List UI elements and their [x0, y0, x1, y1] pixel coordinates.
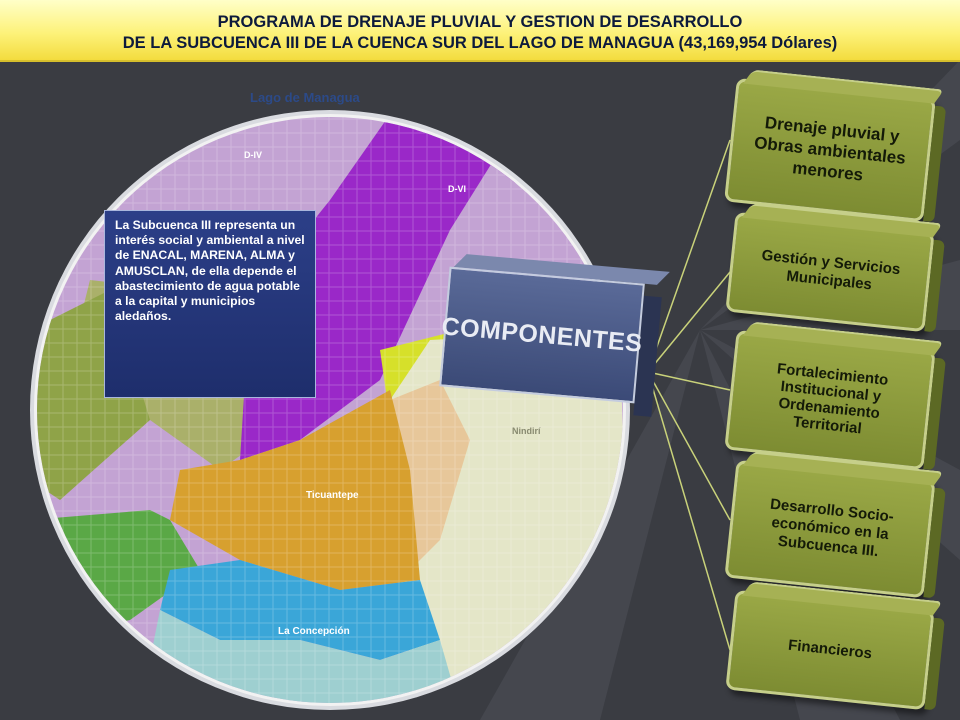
component-box-fortalecimiento: Fortalecimiento Institucional y Ordenami…	[724, 321, 946, 471]
component-box-drenaje: Drenaje pluvial y Obras ambientales meno…	[724, 69, 947, 223]
map-label-nindiri: Nindirí	[512, 426, 541, 436]
map-label-concepcion: La Concepción	[278, 626, 350, 637]
components-label: COMPONENTES	[440, 311, 644, 358]
component-5-line-1: Financieros	[787, 636, 873, 663]
component-box-financieros: Financieros	[725, 581, 945, 711]
subcuenca-info-box: La Subcuenca III representa un interés s…	[104, 210, 316, 398]
title-line-2: DE LA SUBCUENCA III DE LA CUENCA SUR DEL…	[122, 34, 838, 52]
map-label-dvi: D-VI	[448, 184, 466, 194]
title-banner: PROGRAMA DE DRENAJE PLUVIAL Y GESTION DE…	[0, 0, 960, 62]
map-label-ticuantepe: Ticuantepe	[306, 490, 359, 501]
lake-label: Lago de Managua	[250, 90, 361, 105]
title-line-1: PROGRAMA DE DRENAJE PLUVIAL Y GESTION DE…	[217, 13, 743, 31]
component-box-gestion: Gestión y Servicios Municipales	[725, 203, 945, 333]
info-text: La Subcuenca III representa un interés s…	[115, 218, 305, 324]
components-center-box: COMPONENTES	[439, 254, 670, 417]
component-box-desarrollo: Desarrollo Socio- económico en la Subcue…	[724, 451, 946, 599]
map-label-djv: D-IV	[244, 150, 262, 160]
